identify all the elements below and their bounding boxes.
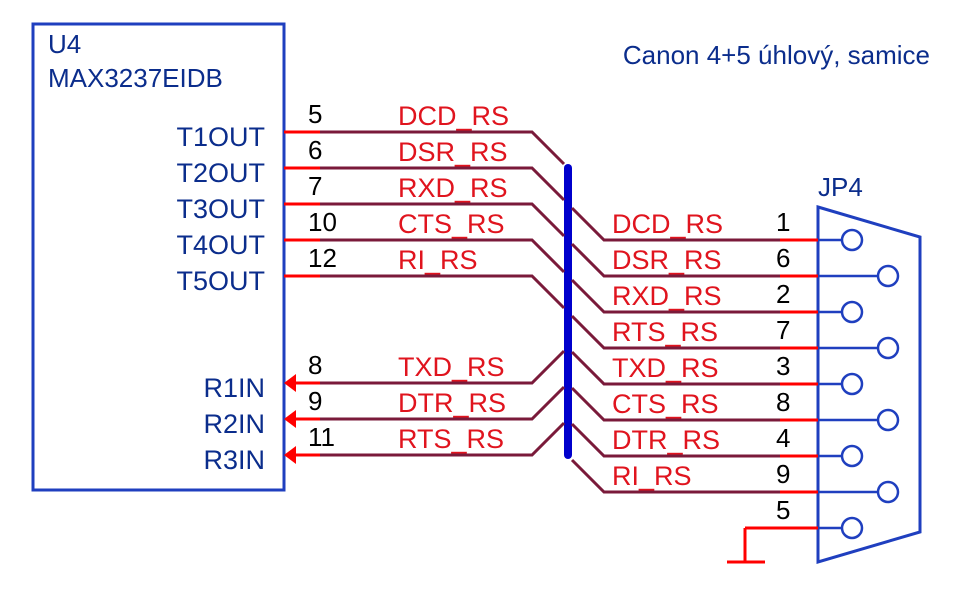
wire xyxy=(320,274,566,310)
contact-circle xyxy=(840,372,864,396)
u4-pin-t5out: T5OUT 12 RI_RS xyxy=(176,243,477,296)
wire xyxy=(320,166,566,202)
wire xyxy=(570,242,780,278)
net-label: TXD_RS xyxy=(612,353,719,383)
pin-number: 6 xyxy=(308,135,322,165)
net-label: RXD_RS xyxy=(398,173,508,203)
net-label: DSR_RS xyxy=(398,137,508,167)
wire xyxy=(320,421,566,457)
wire xyxy=(570,278,780,314)
pin-number: 7 xyxy=(308,171,322,201)
wire xyxy=(570,386,780,422)
pin-name: T5OUT xyxy=(176,266,265,296)
net-label: DCD_RS xyxy=(612,209,723,239)
net-label: CTS_RS xyxy=(612,389,719,419)
wire xyxy=(570,422,780,458)
u4-part-number: MAX3237EIDB xyxy=(48,63,223,93)
u4-pin-t3out: T3OUT 7 RXD_RS xyxy=(176,171,507,224)
contact-circle xyxy=(840,444,864,468)
pin-name: T4OUT xyxy=(176,230,265,260)
input-arrow xyxy=(284,374,296,392)
wire xyxy=(320,202,566,238)
contact-circle xyxy=(840,300,864,324)
pin-name: R2IN xyxy=(203,409,265,439)
wire xyxy=(320,130,566,166)
connector-body xyxy=(816,204,922,565)
connector-pin-stubs xyxy=(745,238,818,530)
contact-circle xyxy=(840,516,864,540)
pin-number: 7 xyxy=(776,315,790,345)
u4-pin-r1in: R1IN 8 TXD_RS xyxy=(203,350,504,403)
contact-circle xyxy=(876,480,900,504)
net-label: DTR_RS xyxy=(612,425,720,455)
input-arrow xyxy=(284,446,296,464)
ground-icon xyxy=(727,528,765,564)
pin-name: T3OUT xyxy=(176,194,265,224)
right-bus-wires xyxy=(570,206,780,494)
connector-net-labels: DCD_RS DSR_RS RXD_RS RTS_RS TXD_RS CTS_R… xyxy=(612,209,723,491)
pin-number: 5 xyxy=(308,99,322,129)
net-label: DTR_RS xyxy=(398,388,506,418)
pin-number: 10 xyxy=(308,207,337,237)
connector-title: Canon 4+5 úhlový, samice xyxy=(623,40,930,70)
connector-jp4: JP4 1 6 2 7 3 8 4 9 5 xyxy=(745,172,922,565)
u4-pin-r3in: R3IN 11 RTS_RS xyxy=(203,422,504,475)
u4-pin-t1out: T1OUT 5 DCD_RS xyxy=(176,99,509,152)
pin-number: 5 xyxy=(776,495,790,525)
pin-number: 4 xyxy=(776,423,790,453)
pin-number: 11 xyxy=(308,422,335,452)
net-label: RTS_RS xyxy=(398,424,504,454)
pin-number: 6 xyxy=(776,243,790,273)
pin-number: 12 xyxy=(308,243,337,273)
connector-designator: JP4 xyxy=(818,172,863,202)
contact-circle xyxy=(876,408,900,432)
contact-circle xyxy=(876,336,900,360)
wire xyxy=(320,238,566,274)
u4-pin-t2out: T2OUT 6 DSR_RS xyxy=(176,135,507,188)
pin-number: 3 xyxy=(776,351,790,381)
net-label: TXD_RS xyxy=(398,352,505,382)
connector-contacts xyxy=(818,228,900,540)
pin-name: T2OUT xyxy=(176,158,265,188)
wire xyxy=(570,458,780,494)
contact-circle xyxy=(840,228,864,252)
net-label: RI_RS xyxy=(612,461,692,491)
u4-output-pins: T1OUT 5 DCD_RS T2OUT 6 DSR_RS T3OUT 7 RX… xyxy=(176,99,509,296)
u4-pin-t4out: T4OUT 10 CTS_RS xyxy=(176,207,504,260)
pin-number: 9 xyxy=(776,459,790,489)
pin-number: 9 xyxy=(308,386,322,416)
input-arrow xyxy=(284,410,296,428)
u4-input-pins: R1IN 8 TXD_RS R2IN 9 DTR_RS R3IN 11 RTS_… xyxy=(203,350,506,475)
wire xyxy=(320,385,566,421)
net-label: RTS_RS xyxy=(612,317,718,347)
pin-number: 1 xyxy=(776,207,790,237)
pin-number: 2 xyxy=(776,279,790,309)
left-bus-wires xyxy=(320,130,566,457)
connector-pin-numbers: 1 6 2 7 3 8 4 9 5 xyxy=(776,207,790,525)
net-label: DSR_RS xyxy=(612,245,722,275)
u4-body xyxy=(31,22,286,492)
net-label: DCD_RS xyxy=(398,101,509,131)
pin-name: T1OUT xyxy=(176,122,265,152)
wire xyxy=(320,349,566,385)
pin-number: 8 xyxy=(308,350,322,380)
wire xyxy=(570,206,780,242)
net-label: CTS_RS xyxy=(398,209,505,239)
net-label: RXD_RS xyxy=(612,281,722,311)
pin-name: R3IN xyxy=(203,445,265,475)
net-label: RI_RS xyxy=(398,245,478,275)
contact-circle xyxy=(876,264,900,288)
pin-number: 8 xyxy=(776,387,790,417)
wire xyxy=(570,350,780,386)
pin-name: R1IN xyxy=(203,373,265,403)
u4-designator: U4 xyxy=(48,29,81,59)
u4-pin-r2in: R2IN 9 DTR_RS xyxy=(203,386,506,439)
wire xyxy=(570,314,780,350)
